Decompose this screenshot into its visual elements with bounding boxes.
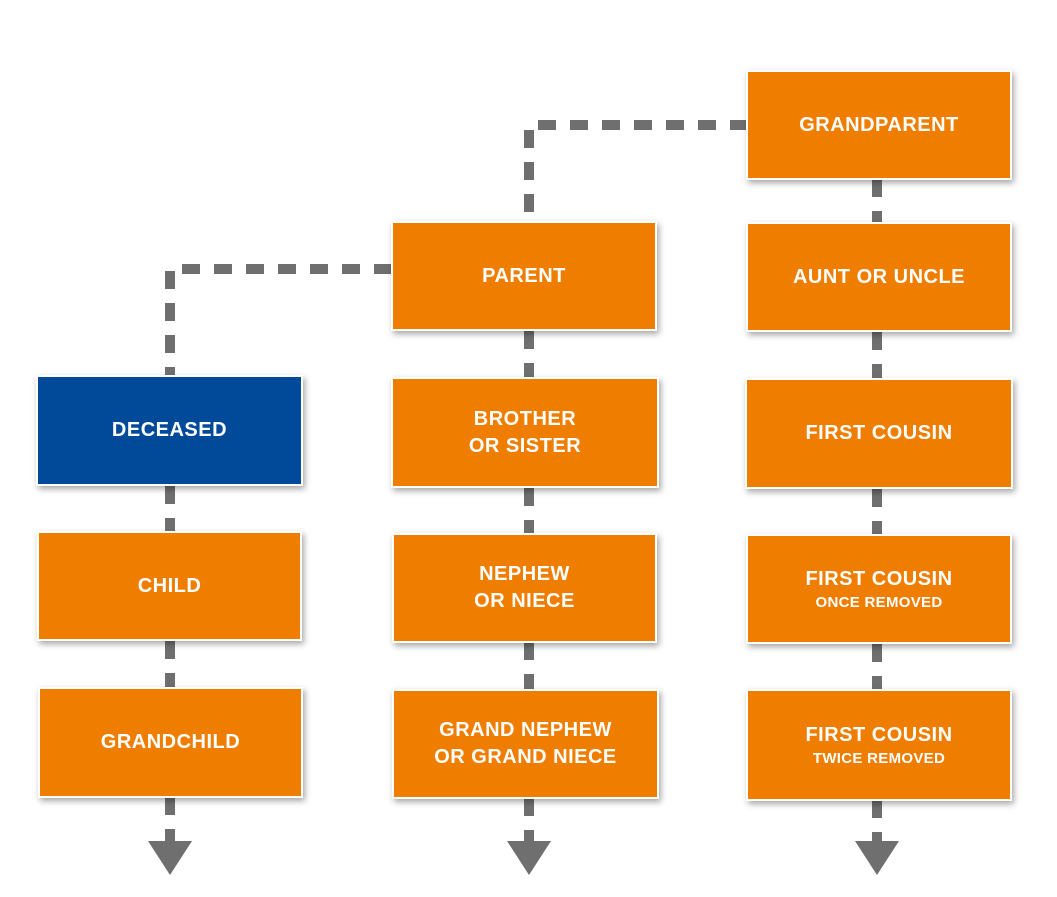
arrow-down-icon (507, 841, 551, 875)
box-label-line-1: GRAND NEPHEW (439, 719, 612, 741)
arrow-down-icon (148, 841, 192, 875)
box-label-sub: TWICE REMOVED (812, 749, 946, 767)
box-label: DECEASED (111, 419, 228, 441)
box-nephew-or-niece: NEPHEW OR NIECE (392, 533, 657, 643)
box-label: FIRST COUSIN (805, 422, 953, 444)
connector-grandparent-to-parent (524, 120, 748, 222)
box-first-cousin: FIRST COUSIN (745, 378, 1013, 489)
box-label-line-1: FIRST COUSIN (805, 723, 953, 746)
box-brother-or-sister: BROTHER OR SISTER (391, 377, 659, 488)
box-grand-nephew-or-grand-niece: GRAND NEPHEW OR GRAND NIECE (392, 689, 659, 799)
box-first-cousin-once-removed: FIRST COUSIN ONCE REMOVED (746, 534, 1012, 644)
box-first-cousin-twice-removed: FIRST COUSIN TWICE REMOVED (746, 689, 1012, 801)
box-label: GRANDPARENT (799, 113, 959, 136)
box-child: CHILD (37, 531, 302, 641)
box-label: AUNT OR UNCLE (792, 265, 966, 288)
connector-parent-to-deceased (165, 264, 392, 376)
box-label-sub: ONCE REMOVED (815, 593, 943, 611)
box-label-line-1: BROTHER (473, 407, 577, 430)
box-aunt-or-uncle: AUNT OR UNCLE (746, 222, 1012, 332)
box-label: GRANDCHILD (100, 731, 241, 753)
box-label-line-1: FIRST COUSIN (805, 567, 953, 590)
box-label-line-1: NEPHEW (479, 563, 570, 585)
box-parent: PARENT (391, 221, 657, 331)
box-label: CHILD (137, 574, 202, 597)
box-grandchild: GRANDCHILD (38, 687, 303, 798)
box-label: PARENT (482, 264, 566, 287)
box-label-line-2: OR GRAND NIECE (434, 746, 617, 768)
box-deceased: DECEASED (36, 375, 303, 486)
box-label-line-2: OR SISTER (468, 434, 582, 457)
arrow-down-icon (855, 841, 899, 875)
box-grandparent: GRANDPARENT (746, 70, 1012, 180)
box-label-line-2: OR NIECE (474, 590, 575, 612)
